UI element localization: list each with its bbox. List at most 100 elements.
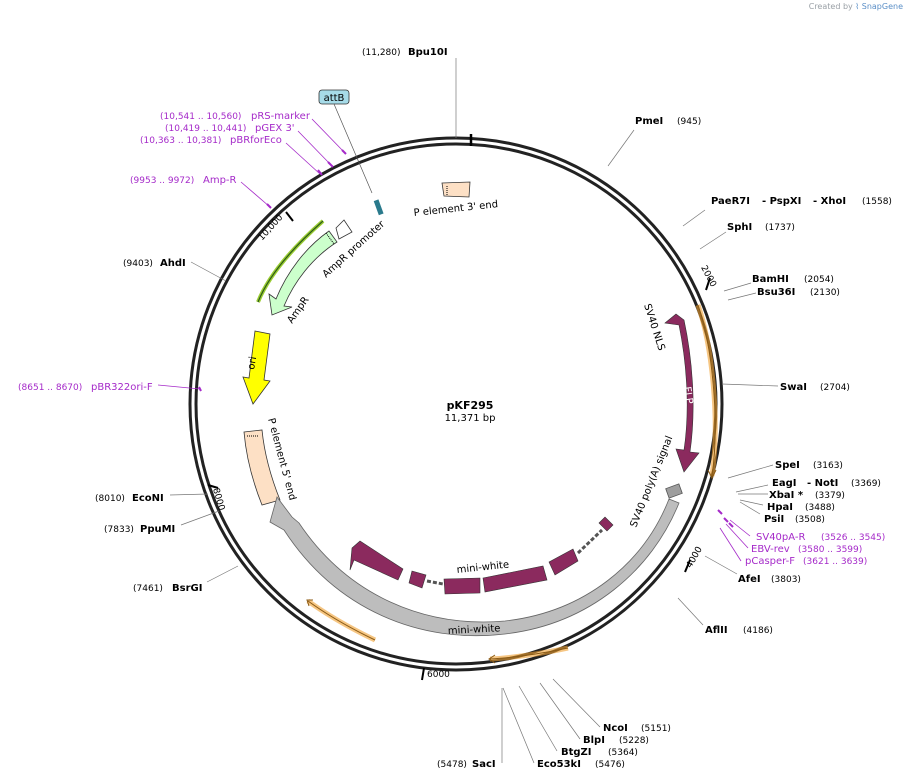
enzyme-bsu36i-pos: (2130) [810, 288, 840, 298]
ori-label: ori [246, 356, 259, 371]
tick-10000: 10,000 [257, 213, 286, 243]
mini-white-exon-5 [548, 548, 579, 576]
primer-amp-r: Amp-R [203, 175, 237, 186]
primer-pbrforeco: pBRforEco [230, 135, 282, 146]
ampr-promoter-label: AmpR promoter [321, 218, 388, 280]
enzyme-xbai: XbaI * [769, 490, 804, 501]
ampr-promoter-arrow [335, 219, 353, 240]
enzyme-blpi-pos: (5228) [619, 736, 649, 746]
enzyme-aflii: AflII [705, 625, 728, 636]
enzyme-afei: AfeI [738, 574, 761, 585]
enzyme-paer7i-pos: (1558) [862, 197, 892, 207]
enzyme-pmei: PmeI [635, 116, 663, 127]
p-element-5-arrow [243, 429, 281, 506]
enzyme-hpai-pos: (3488) [805, 503, 835, 513]
primer-ebv-rev-range: (3580 .. 3599) [798, 545, 862, 555]
tick-6000: 6000 [427, 670, 450, 680]
primer-ebv-rev: EBV-rev [751, 544, 790, 555]
tick-2000: 2000 [698, 264, 718, 289]
enzyme-bsrgi-pos: (7461) [133, 584, 163, 594]
enzyme-bsrgi: BsrGI [172, 583, 202, 594]
primer-pbr322ori-f-range: (8651 .. 8670) [18, 383, 82, 393]
enzyme-eco53ki-pos: (5476) [595, 760, 625, 770]
primer-pgex3: pGEX 3' [255, 123, 295, 134]
flp-arrow [664, 313, 700, 473]
enzyme-saci: SacI [472, 759, 496, 770]
mini-white-outer-arrow [269, 496, 680, 637]
plasmid-size: 11,371 bp [445, 413, 496, 424]
ampr-label: AmpR [285, 295, 311, 326]
p-element-3-arrow [441, 181, 471, 198]
mini-white-inner [349, 516, 614, 595]
orange-arc-bottom [489, 645, 569, 662]
sv40-polya-box [665, 483, 683, 499]
ori-arrow [242, 330, 271, 405]
snapgene-logo-icon: ⌇ [855, 2, 860, 11]
enzyme-bamhi: BamHI [752, 274, 789, 285]
enzyme-btgzi: BtgZI [561, 747, 592, 758]
enzyme-hpai: HpaI [767, 502, 793, 513]
enzyme-blpi: BlpI [583, 735, 605, 746]
enzyme-spei-pos: (3163) [813, 461, 843, 471]
mini-white-exon-3 [443, 577, 481, 595]
enzyme-paer7i: PaeR7I [711, 196, 750, 207]
primer-pcasper-f-range: (3621 .. 3639) [803, 557, 867, 567]
enzyme-pmei-pos: (945) [677, 117, 701, 127]
enzyme-xbai-pos: (3379) [815, 491, 845, 501]
enzyme-ncoi: NcoI [603, 723, 628, 734]
attb-feature [373, 199, 384, 216]
primer-marks [198, 149, 734, 528]
enzyme-bpu10i-pos: (11,280) [362, 48, 401, 58]
p-element-3-label: P element 3' end [413, 199, 498, 219]
primer-sv40pa-r: SV40pA-R [756, 532, 805, 543]
enzyme-saci-pos: (5478) [437, 760, 467, 770]
enzyme-afei-pos: (3803) [771, 575, 801, 585]
enzyme-noti: - NotI [807, 478, 838, 489]
enzyme-econi: EcoNI [132, 493, 164, 504]
enzyme-xhoi: - XhoI [813, 196, 846, 207]
snapgene-credit: Created by ⌇ SnapGene [808, 2, 903, 11]
primer-pgex3-range: (10,419 .. 10,441) [165, 124, 246, 134]
flp-label: FLP [681, 386, 694, 405]
enzyme-psii-pos: (3508) [795, 515, 825, 525]
enzyme-swai-pos: (2704) [820, 383, 850, 393]
plasmid-name: pKF295 [447, 399, 494, 412]
tick-4000: 4000 [685, 545, 705, 570]
enzyme-psii: PsiI [764, 514, 784, 525]
enzyme-sphi: SphI [727, 222, 752, 233]
primer-pbr322ori-f: pBR322ori-F [91, 382, 153, 393]
primer-pbrforeco-range: (10,363 .. 10,381) [140, 136, 221, 146]
enzyme-spei: SpeI [775, 460, 800, 471]
enzyme-econi-pos: (8010) [95, 494, 125, 504]
primer-prs-marker: pRS-marker [251, 111, 311, 122]
enzyme-eco53ki: Eco53kI [537, 759, 581, 770]
primer-leaders [157, 118, 751, 562]
enzyme-swai: SwaI [780, 382, 807, 393]
ampr-arrow [268, 230, 338, 316]
mini-white-inner-label: mini-white [456, 560, 509, 576]
enzyme-ahdi: AhdI [160, 258, 186, 269]
mini-white-exon-4 [482, 565, 548, 593]
enzyme-pspxi: - PspXI [762, 196, 801, 207]
mini-white-exon-2 [408, 570, 427, 589]
mini-white-exon-1 [349, 540, 404, 581]
enzyme-eagi: EagI [772, 478, 796, 489]
enzyme-ppumi: PpuMI [140, 524, 175, 535]
enzyme-bsu36i: Bsu36I [757, 287, 795, 298]
primer-pcasper-f: pCasper-F [745, 556, 795, 567]
primer-labels: (10,541 .. 10,560) pRS-marker (10,419 ..… [18, 111, 885, 567]
enzyme-ppumi-pos: (7833) [104, 525, 134, 535]
enzyme-ncoi-pos: (5151) [641, 724, 671, 734]
enzyme-sphi-pos: (1737) [765, 223, 795, 233]
enzyme-bamhi-pos: (2054) [804, 275, 834, 285]
enzyme-bpu10i: Bpu10I [408, 47, 448, 58]
sv40-nls-label: SV40 NLS [641, 303, 666, 353]
enzyme-labels: (11,280) Bpu10I PmeI (945) PaeR7I - PspX… [95, 47, 892, 770]
enzyme-ahdi-pos: (9403) [123, 259, 153, 269]
mini-white-outer-label: mini-white [448, 623, 501, 637]
enzyme-eagi-pos: (3369) [851, 479, 881, 489]
primer-prs-marker-range: (10,541 .. 10,560) [160, 112, 241, 122]
attb-label: attB [324, 93, 345, 104]
enzyme-leaders [169, 58, 779, 764]
